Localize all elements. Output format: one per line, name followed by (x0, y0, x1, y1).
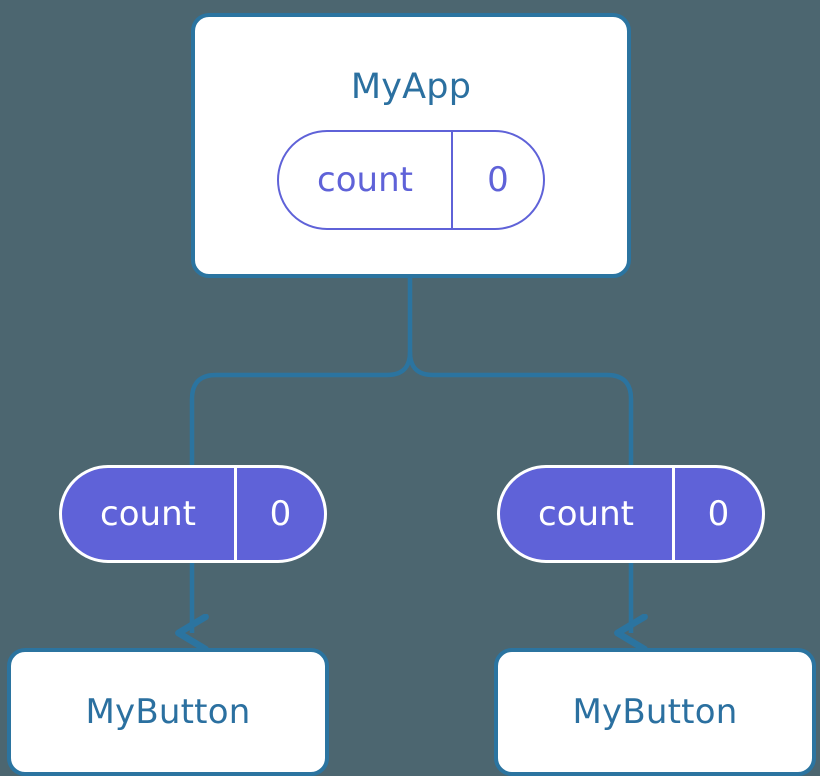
state-value-label: 0 (707, 494, 730, 534)
component-node-mybutton-left[interactable]: MyButton (7, 648, 329, 776)
edge-branch-right (407, 351, 634, 465)
component-name-label: MyButton (85, 692, 251, 732)
edge-branch-left (189, 351, 413, 465)
state-key-label: count (62, 468, 237, 560)
state-pill-child-left[interactable]: count 0 (59, 465, 327, 563)
state-key-label: count (279, 132, 453, 228)
component-name-label: MyButton (572, 692, 738, 732)
state-pill-root[interactable]: count 0 (277, 130, 545, 230)
state-value-label: 0 (487, 160, 509, 200)
component-name-label: MyApp (350, 67, 472, 107)
state-pill-child-right[interactable]: count 0 (497, 465, 765, 563)
state-value-label: 0 (269, 494, 292, 534)
component-node-mybutton-right[interactable]: MyButton (494, 648, 816, 776)
state-key-label: count (500, 468, 675, 560)
